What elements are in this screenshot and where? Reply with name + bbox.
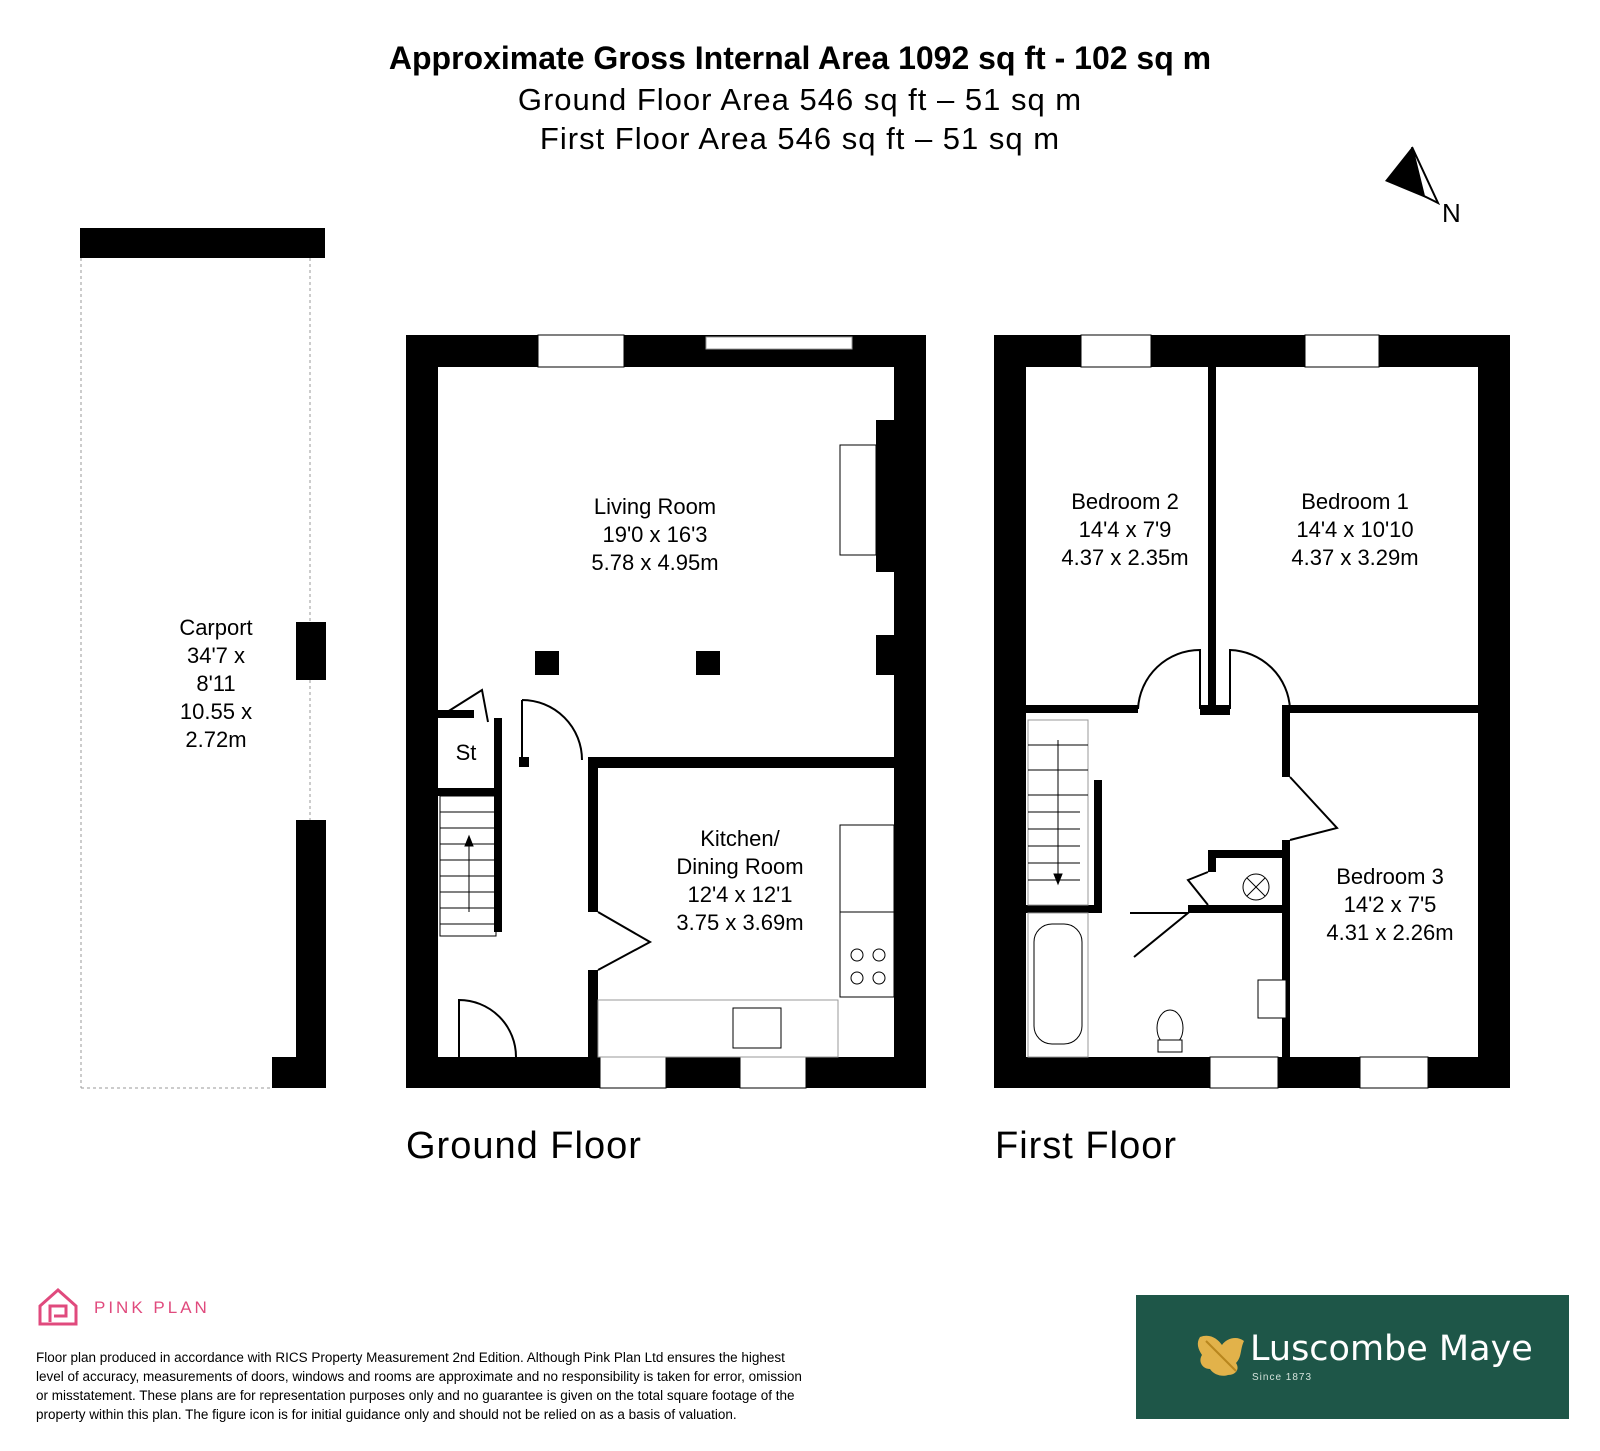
kitchen-metric: 3.75 x 3.69m: [676, 910, 804, 935]
area-title: Approximate Gross Internal Area 1092 sq …: [388, 40, 1212, 76]
first-floor-doors: [1130, 648, 1339, 958]
carport-name: Carport: [179, 615, 253, 640]
bedroom2-label: Bedroom 2 14'4 x 7'9 4.37 x 2.35m: [1040, 488, 1210, 572]
living-room-label: Living Room 19'0 x 16'3 5.78 x 4.95m: [560, 493, 750, 577]
first-floor-windows: [1080, 334, 1429, 1089]
kitchen-label: Kitchen/ Dining Room 12'4 x 12'1 3.75 x …: [640, 825, 840, 937]
carport-imperial: 34'7 x 8'11: [186, 643, 246, 696]
kitchen-name-line1: Kitchen/: [700, 826, 780, 851]
bedroom3-imperial: 14'2 x 7'5: [1343, 892, 1437, 917]
floor-plan-drawing: N: [80, 146, 1510, 1089]
disclaimer-line: level of accuracy, measurements of doors…: [36, 1369, 802, 1384]
living-room-metric: 5.78 x 4.95m: [591, 550, 719, 575]
kitchen-name-line2: Dining Room: [676, 854, 804, 879]
fireplace-icon: [839, 444, 877, 556]
agent-logo-panel: Luscombe Maye Since 1873: [1136, 1295, 1569, 1419]
first-floor-stairs: [1027, 719, 1089, 906]
carport-outline: [80, 228, 326, 1089]
disclaimer: Floor plan produced in accordance with R…: [36, 1348, 936, 1424]
first-floor-area: First Floor Area 546 sq ft – 51 sq m: [539, 121, 1061, 156]
bedroom1-metric: 4.37 x 3.29m: [1291, 545, 1419, 570]
oak-leaf-icon: [1197, 1335, 1244, 1376]
ground-floor-area: Ground Floor Area 546 sq ft – 51 sq m: [517, 82, 1083, 117]
bedroom2-name: Bedroom 2: [1071, 489, 1179, 514]
agent-since: Since 1873: [1252, 1372, 1313, 1383]
agent-name: Luscombe Maye: [1250, 1329, 1533, 1369]
carport-metric: 10.55 x 2.72m: [179, 699, 253, 752]
ground-floor-stairs: [439, 795, 497, 937]
bedroom1-label: Bedroom 1 14'4 x 10'10 4.37 x 3.29m: [1270, 488, 1440, 572]
first-floor-label: First Floor: [995, 1125, 1177, 1167]
north-label: N: [1442, 198, 1461, 228]
disclaimer-line: property within this plan. The figure ic…: [36, 1407, 737, 1422]
bedroom1-name: Bedroom 1: [1301, 489, 1409, 514]
kitchen-imperial: 12'4 x 12'1: [687, 882, 793, 907]
living-room-imperial: 19'0 x 16'3: [602, 522, 708, 547]
ground-floor-doors: [443, 688, 653, 1058]
ground-floor-windows: [537, 334, 853, 1089]
bedroom2-imperial: 14'4 x 7'9: [1078, 517, 1172, 542]
living-room-name: Living Room: [593, 494, 717, 519]
bedroom1-imperial: 14'4 x 10'10: [1296, 517, 1414, 542]
bathroom-fittings: [1027, 873, 1287, 1058]
bedroom3-label: Bedroom 3 14'2 x 7'5 4.31 x 2.26m: [1305, 863, 1475, 947]
carport-label: Carport 34'7 x 8'11 10.55 x 2.72m: [176, 614, 256, 754]
bedroom2-metric: 4.37 x 2.35m: [1061, 545, 1189, 570]
disclaimer-line: Floor plan produced in accordance with R…: [36, 1350, 785, 1365]
disclaimer-line: or misstatement. These plans are for rep…: [36, 1388, 795, 1403]
north-arrow-icon: N: [1385, 146, 1461, 228]
bedroom3-name: Bedroom 3: [1336, 864, 1444, 889]
pink-plan-logo-icon: [38, 1287, 78, 1326]
ground-floor-label: Ground Floor: [406, 1125, 642, 1167]
pink-plan-brand: PINK PLAN: [94, 1298, 210, 1317]
store-label: St: [455, 740, 477, 765]
kitchen-fittings: [597, 824, 895, 1058]
bedroom3-metric: 4.31 x 2.26m: [1326, 920, 1454, 945]
